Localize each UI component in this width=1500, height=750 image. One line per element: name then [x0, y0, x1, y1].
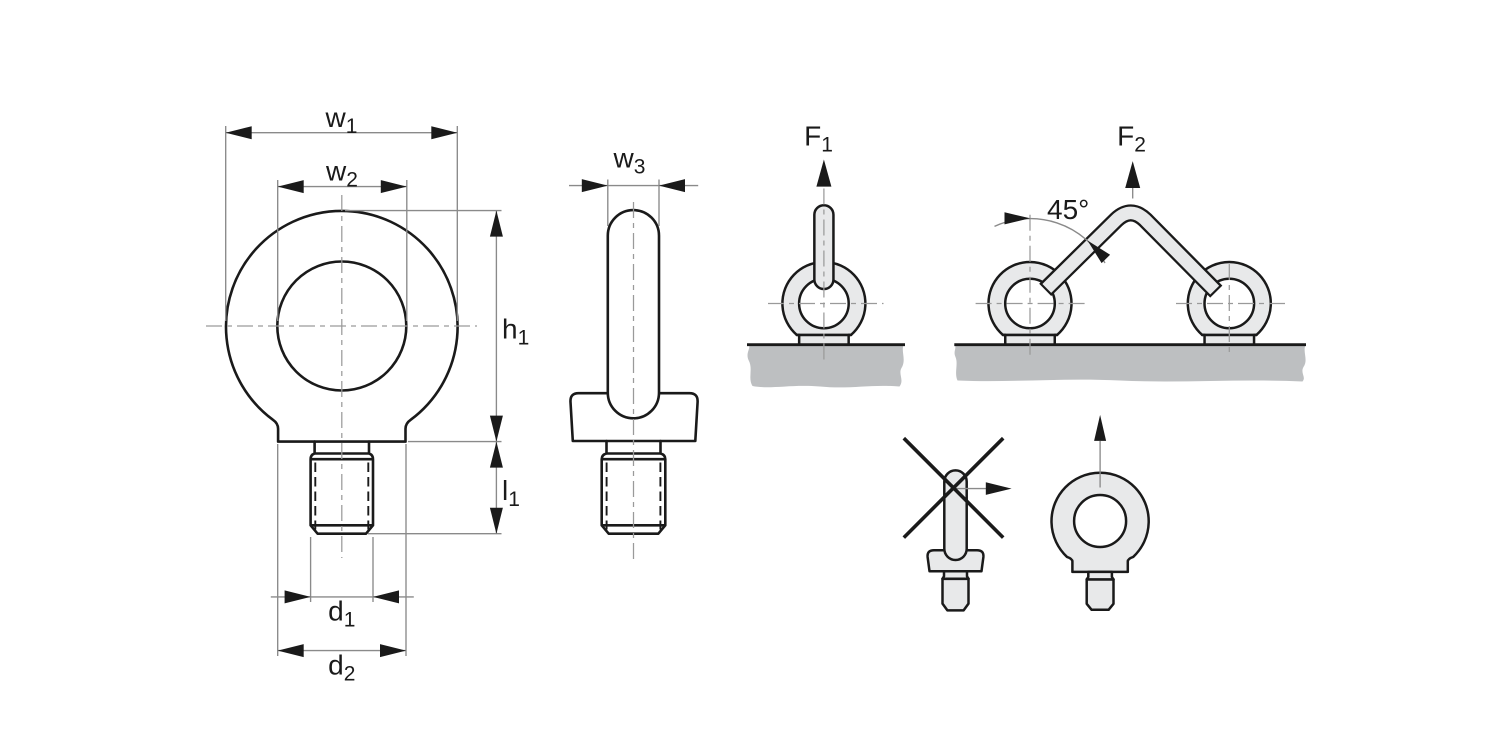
angle-arc-left-arrowhead-icon: [1004, 212, 1030, 225]
f1-force-up-arrow-icon: [816, 159, 832, 187]
l1-label: l1: [502, 475, 520, 511]
w1-right-arrowhead-icon: [431, 126, 458, 140]
axial-load-ground: [747, 345, 904, 388]
d1-right-arrowhead-icon: [373, 590, 399, 604]
correct-pull-up-arrow-icon: [1094, 414, 1107, 441]
dimension-d2: d2: [277, 444, 407, 685]
d2-label: d2: [328, 649, 355, 685]
side-view-figure: w3: [569, 143, 699, 560]
h1-label: h1: [502, 313, 529, 349]
axial-load-figure: F1: [747, 121, 905, 388]
dimension-l1: l1: [368, 441, 520, 535]
front-view-thread-core-hidden-lines: [314, 462, 370, 530]
side-view-ring-bar: [606, 208, 661, 420]
dimension-w2: w2: [277, 156, 408, 321]
side-view-thread-core-hidden-lines: [605, 462, 662, 530]
d2-right-arrowhead-icon: [380, 644, 406, 658]
axial-load-shackle-pin: [813, 203, 835, 291]
angle-arc-sling-arrowhead-icon: [1087, 240, 1111, 264]
d2-left-arrowhead-icon: [277, 644, 304, 658]
correct-orientation-shank: [1085, 570, 1115, 612]
w3-right-arrowhead-icon: [659, 179, 685, 193]
incorrect-side-pull-arrow-icon: [985, 482, 1012, 495]
dimension-d1: d1: [270, 537, 414, 631]
w1-left-arrowhead-icon: [225, 126, 252, 140]
w1-label: w1: [325, 102, 358, 138]
front-view-figure: w1 w2 h1 l1 d1: [206, 102, 529, 685]
f2-force-up-arrow-icon: [1125, 161, 1141, 188]
l1-top-arrowhead-icon: [489, 441, 503, 468]
l1-extension-and-dimension-lines: [368, 441, 502, 535]
w2-left-arrowhead-icon: [277, 180, 304, 194]
correct-orientation-figure: [1050, 414, 1150, 612]
dimension-h1: h1: [345, 209, 529, 443]
w3-left-arrowhead-icon: [581, 179, 608, 193]
angled-load-ground: [954, 345, 1306, 382]
sling-band: [1042, 206, 1220, 295]
h1-extension-and-dimension-lines: [345, 209, 502, 443]
w1-extension-and-dimension-lines: [225, 126, 458, 321]
h1-top-arrowhead-icon: [489, 210, 503, 237]
w3-label: w3: [613, 143, 646, 179]
h1-bottom-arrowhead-icon: [489, 415, 503, 442]
d1-left-arrowhead-icon: [284, 590, 311, 604]
dimension-w3: w3: [569, 143, 699, 226]
incorrect-use-figure: [902, 436, 1012, 612]
prohibition-cross-icon: [902, 436, 1005, 539]
w2-label: w2: [325, 156, 358, 192]
d1-label: d1: [328, 595, 355, 631]
incorrect-use-shank: [941, 569, 970, 612]
angled-load-figure: 45° F2: [954, 121, 1306, 382]
f1-label: F1: [804, 121, 833, 157]
correct-orientation-eye-hole: [1072, 493, 1128, 549]
angle-45-label: 45°: [1047, 194, 1089, 225]
f2-label: F2: [1117, 121, 1146, 157]
l1-bottom-arrowhead-icon: [489, 507, 503, 534]
dimension-w1: w1: [225, 102, 458, 321]
w2-right-arrowhead-icon: [380, 180, 407, 194]
